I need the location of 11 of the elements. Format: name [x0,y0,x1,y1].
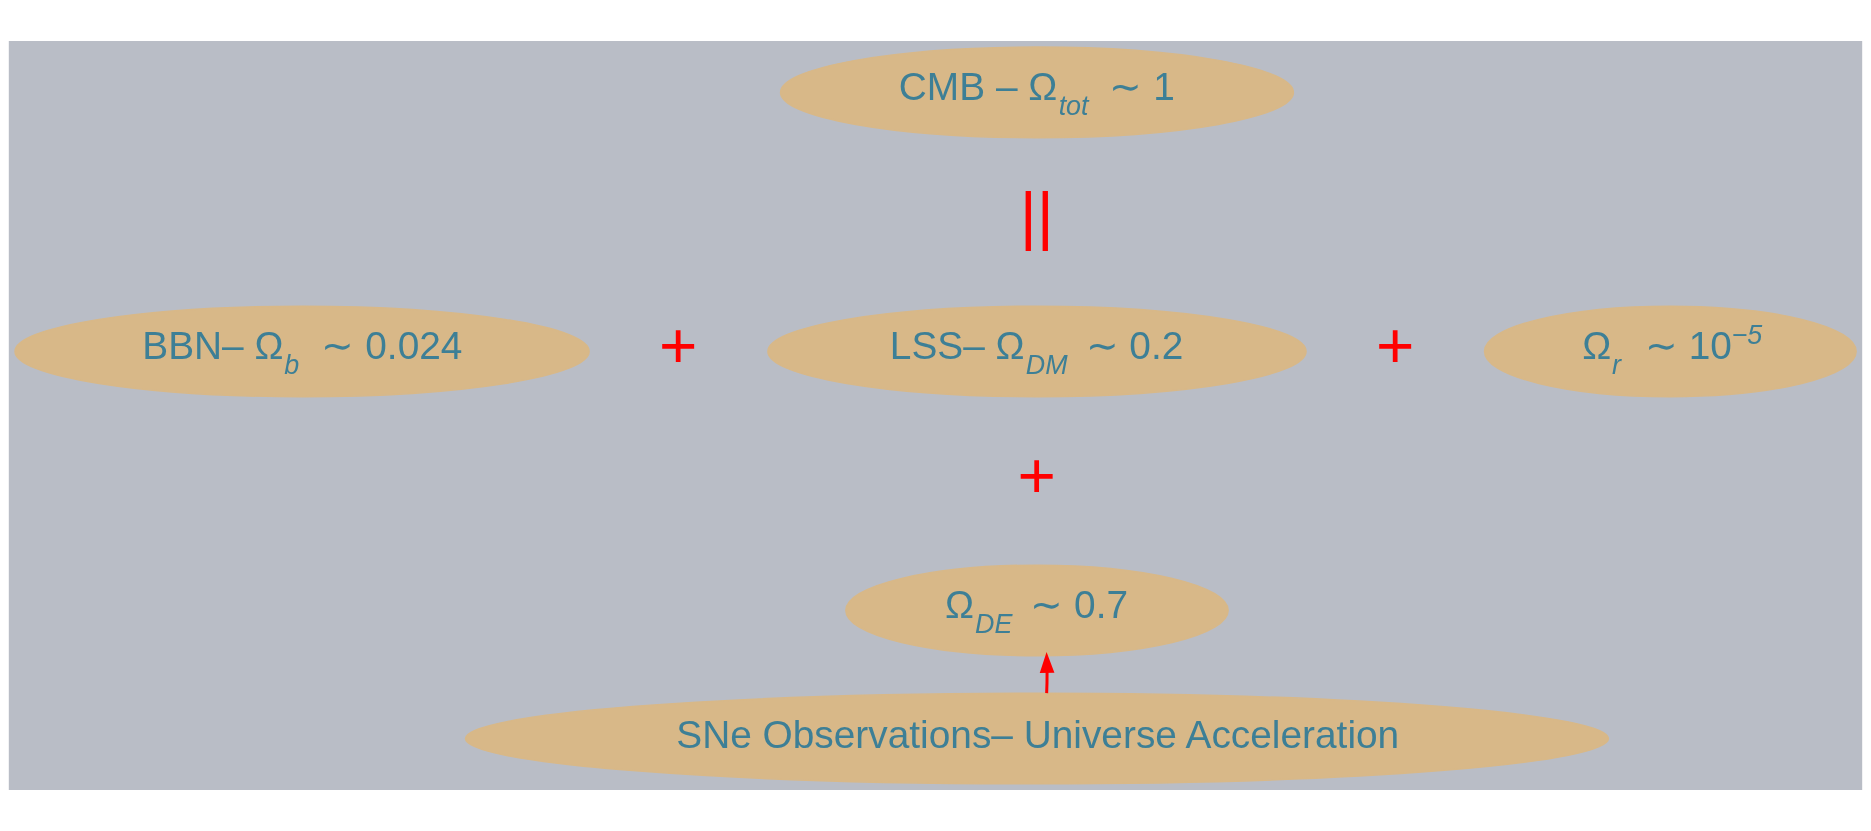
label: + [1017,439,1056,513]
node-ellipse: Ω$_{r}$ ∼ 10$^{−5}$ [1483,305,1857,398]
node-ellipse: Ω$_{DE}$ ∼ 0.7 [845,564,1229,657]
node-ellipse: LSS– Ω$_{DM}$ ∼ 0.2 [767,305,1307,398]
label: + [1376,309,1415,383]
arrow [1039,651,1055,694]
label: || [1019,179,1054,253]
node-ellipse: SNe Observations– Universe Acceleration [464,692,1610,785]
node-ellipse: BBN– Ω$_{b}$ ∼ 0.024 [14,305,590,398]
node-ellipse: CMB – Ω$_{tot}$ ∼ 1 [779,46,1295,139]
label: + [659,309,698,383]
